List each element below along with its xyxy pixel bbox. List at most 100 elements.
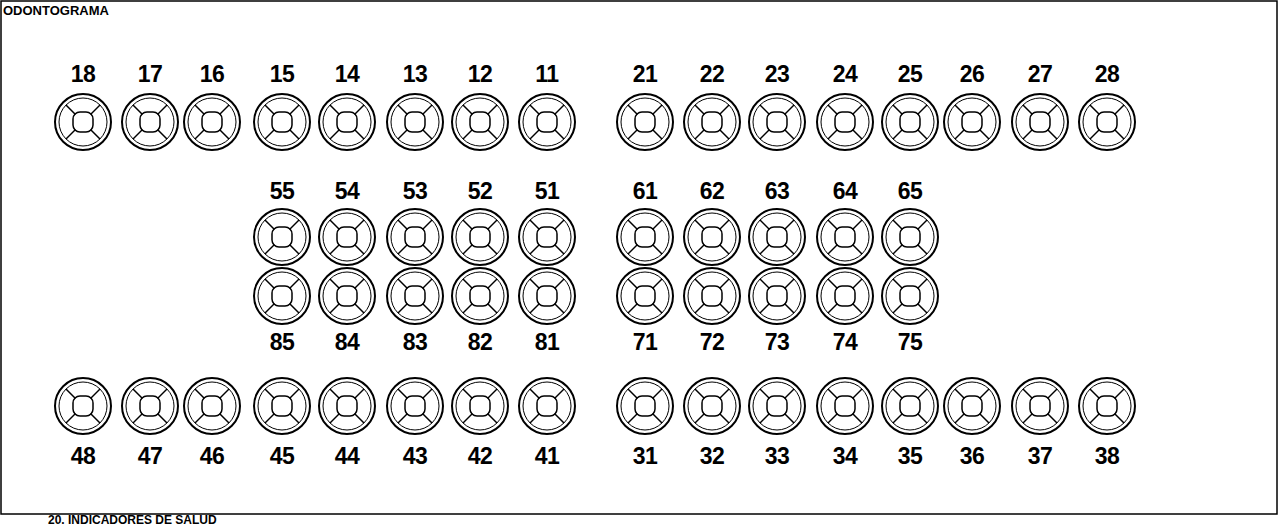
tooth-ring [391, 213, 439, 261]
tooth-symbol [1079, 378, 1135, 434]
tooth-divider [720, 245, 730, 255]
tooth-number: 33 [765, 443, 790, 470]
tooth-ring [948, 382, 996, 430]
tooth-outer [882, 94, 938, 150]
tooth-divider [1023, 389, 1033, 399]
tooth-center [767, 112, 787, 132]
tooth-outer [319, 209, 375, 265]
tooth-ring [391, 98, 439, 146]
tooth-divider [158, 414, 168, 424]
tooth-divider [423, 389, 433, 399]
tooth-number: 44 [335, 443, 360, 470]
tooth-divider [330, 304, 340, 314]
tooth-divider [893, 220, 903, 230]
tooth-divider [1048, 130, 1058, 140]
tooth-outer [684, 209, 740, 265]
tooth-divider [555, 220, 565, 230]
tooth-symbol [319, 268, 375, 324]
tooth-symbol [452, 378, 508, 434]
tooth-center [73, 112, 93, 132]
tooth-center [405, 396, 425, 416]
tooth-number: 26 [960, 61, 985, 88]
tooth-outer [254, 209, 310, 265]
tooth-divider [918, 389, 928, 399]
tooth-symbol [944, 378, 1000, 434]
tooth-ring [688, 98, 736, 146]
tooth-divider [785, 220, 795, 230]
tooth-divider [628, 245, 638, 255]
tooth-symbol [452, 209, 508, 265]
tooth-outer [1012, 378, 1068, 434]
tooth-divider [785, 389, 795, 399]
tooth-center [405, 227, 425, 247]
tooth-divider [91, 414, 101, 424]
tooth-outer [452, 378, 508, 434]
tooth-symbol [519, 378, 575, 434]
tooth-ring [456, 382, 504, 430]
tooth-divider [355, 389, 365, 399]
tooth-ring [621, 272, 669, 320]
tooth-ring [523, 213, 571, 261]
tooth-divider [695, 245, 705, 255]
tooth-symbol [617, 94, 673, 150]
tooth-center [337, 396, 357, 416]
tooth-number: 85 [270, 329, 295, 356]
tooth-center [900, 227, 920, 247]
tooth-divider [653, 245, 663, 255]
tooth-center [835, 227, 855, 247]
tooth-divider [158, 389, 168, 399]
tooth-divider [398, 245, 408, 255]
tooth-outer [684, 378, 740, 434]
tooth-outer [319, 94, 375, 150]
tooth-symbol [617, 378, 673, 434]
tooth-ring [188, 382, 236, 430]
tooth-outer [55, 378, 111, 434]
tooth-outer [617, 268, 673, 324]
tooth-outer [319, 378, 375, 434]
tooth-divider [66, 414, 76, 424]
tooth-symbol [519, 268, 575, 324]
tooth-number: 52 [468, 178, 493, 205]
tooth-center [470, 396, 490, 416]
tooth-divider [290, 304, 300, 314]
tooth-divider [265, 414, 275, 424]
tooth-center [405, 286, 425, 306]
tooth-divider [220, 130, 230, 140]
tooth-divider [195, 389, 205, 399]
tooth-divider [918, 245, 928, 255]
tooth-divider [463, 130, 473, 140]
tooth-ring [323, 213, 371, 261]
tooth-divider [955, 130, 965, 140]
tooth-divider [918, 130, 928, 140]
tooth-symbol [387, 209, 443, 265]
tooth-divider [398, 389, 408, 399]
tooth-number: 27 [1028, 61, 1053, 88]
tooth-divider [265, 389, 275, 399]
tooth-divider [785, 414, 795, 424]
tooth-outer [254, 94, 310, 150]
tooth-divider [653, 304, 663, 314]
tooth-divider [488, 220, 498, 230]
tooth-number: 13 [403, 61, 428, 88]
tooth-divider [290, 389, 300, 399]
tooth-divider [695, 220, 705, 230]
tooth-outer [817, 209, 873, 265]
tooth-ring [523, 98, 571, 146]
tooth-number: 38 [1095, 443, 1120, 470]
tooth-divider [760, 220, 770, 230]
tooth-ring [886, 98, 934, 146]
tooth-divider [398, 304, 408, 314]
tooth-divider [133, 389, 143, 399]
tooth-divider [398, 105, 408, 115]
tooth-divider [158, 130, 168, 140]
tooth-divider [220, 389, 230, 399]
tooth-divider [398, 130, 408, 140]
section-heading: 20. INDICADORES DE SALUD [48, 513, 217, 527]
tooth-center [202, 396, 222, 416]
tooth-number: 25 [898, 61, 923, 88]
tooth-divider [828, 220, 838, 230]
tooth-divider [893, 105, 903, 115]
tooth-symbol [817, 378, 873, 434]
tooth-divider [488, 130, 498, 140]
tooth-divider [918, 105, 928, 115]
